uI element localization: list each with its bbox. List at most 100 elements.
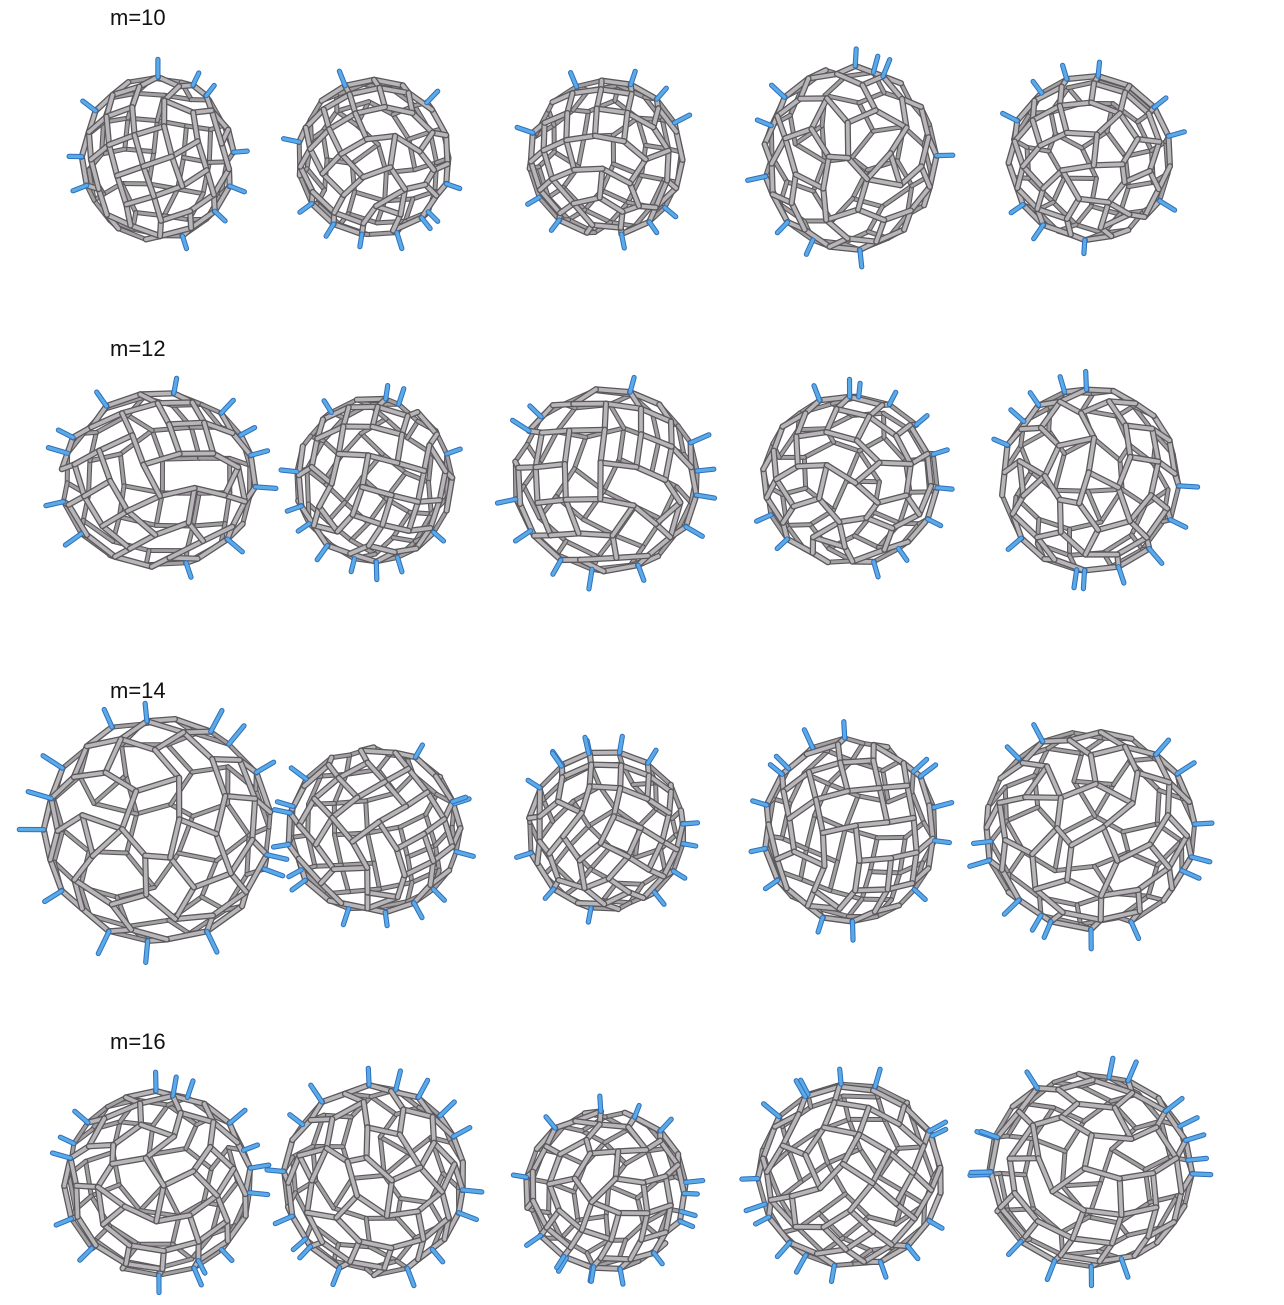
carbon-bond	[1101, 801, 1135, 830]
carbon-bond	[1072, 752, 1084, 783]
carbon-bond	[516, 466, 522, 506]
carbon-bond	[571, 195, 602, 206]
carbon-bond	[321, 405, 351, 422]
carbon-bond	[602, 890, 631, 906]
carbon-bond	[219, 141, 231, 171]
carbon-bond	[853, 481, 880, 505]
hydrogen-bond	[358, 232, 364, 249]
carbon-bond	[1051, 200, 1078, 227]
carbon-bond	[908, 423, 930, 456]
carbon-bond	[308, 1244, 342, 1270]
carbon-bond	[309, 436, 320, 469]
carbon-bond	[774, 464, 800, 481]
hydrogen-bond	[102, 707, 114, 729]
carbon-bond	[582, 886, 606, 906]
carbon-bond	[395, 461, 426, 473]
carbon-bond	[442, 817, 455, 849]
carbon-bond	[845, 120, 850, 160]
carbon-bond	[161, 1169, 196, 1188]
hydrogen-bond	[1175, 761, 1196, 776]
carbon-bond	[430, 1115, 456, 1139]
carbon-bond	[904, 493, 922, 517]
carbon-bond	[556, 775, 564, 804]
carbon-bond	[350, 143, 380, 165]
hydrogen-bond	[461, 1188, 484, 1194]
carbon-bond	[564, 539, 600, 559]
carbon-bond	[329, 452, 341, 486]
carbon-bond	[1136, 888, 1142, 913]
carbon-bond	[72, 770, 108, 779]
carbon-bond	[403, 197, 415, 223]
carbon-bond	[1074, 204, 1093, 227]
carbon-bond	[785, 537, 815, 555]
carbon-bond	[335, 513, 355, 534]
carbon-bond	[167, 539, 205, 560]
carbon-bond	[538, 764, 563, 790]
carbon-bond	[309, 465, 334, 486]
hydrogen-bond	[1072, 568, 1079, 590]
carbon-bond	[205, 168, 216, 197]
carbon-bond	[222, 465, 240, 497]
hydrogen-bond	[225, 537, 244, 554]
carbon-bond	[70, 1217, 94, 1250]
hydrogen-bond	[196, 1259, 207, 1275]
carbon-bond	[84, 1160, 93, 1198]
carbon-bond	[129, 927, 169, 942]
carbon-bond	[1099, 200, 1111, 230]
carbon-bond	[55, 813, 85, 833]
carbon-bond	[597, 195, 625, 214]
carbon-bond	[365, 1125, 402, 1137]
carbon-bond	[191, 491, 201, 528]
molecule-structure	[270, 742, 476, 929]
carbon-bond	[52, 828, 65, 864]
hydrogen-bond	[239, 425, 257, 437]
hydrogen-bond	[58, 1135, 76, 1146]
carbon-bond	[1145, 506, 1169, 540]
carbon-bond	[846, 897, 864, 918]
carbon-bond	[405, 880, 414, 904]
carbon-bond	[989, 839, 1011, 876]
carbon-bond	[577, 858, 587, 890]
hydrogen-bond	[95, 390, 109, 408]
carbon-bond	[159, 209, 192, 223]
carbon-bond	[339, 152, 365, 179]
carbon-bond	[1107, 399, 1128, 428]
hydrogen-bond	[290, 878, 307, 892]
carbon-bond	[336, 776, 360, 800]
carbon-bond	[405, 419, 420, 440]
carbon-bond	[595, 106, 630, 115]
carbon-bond	[1058, 497, 1081, 506]
carbon-bond	[177, 851, 218, 863]
carbon-bond	[843, 736, 865, 745]
carbon-bond	[1033, 878, 1070, 892]
carbon-bond	[188, 192, 216, 213]
carbon-bond	[541, 138, 569, 153]
carbon-bond	[925, 452, 933, 488]
carbon-bond	[75, 1215, 98, 1247]
carbon-bond	[353, 105, 387, 116]
carbon-bond	[577, 841, 603, 863]
carbon-bond	[187, 1213, 201, 1244]
hydrogen-bond	[374, 560, 379, 582]
carbon-bond	[881, 74, 904, 101]
carbon-bond	[346, 212, 379, 225]
carbon-bond	[374, 204, 403, 217]
carbon-bond	[847, 394, 884, 407]
carbon-bond	[654, 522, 673, 539]
hydrogen-bond	[887, 390, 898, 407]
hydrogen-bond	[842, 720, 847, 740]
hydrogen-bond	[405, 1266, 416, 1288]
carbon-bond	[1035, 207, 1069, 221]
carbon-bond	[230, 499, 247, 529]
carbon-bond	[181, 729, 213, 735]
carbon-bond	[349, 521, 370, 542]
carbon-bond	[431, 844, 455, 863]
carbon-bond	[72, 448, 102, 467]
carbon-bond	[882, 435, 907, 463]
carbon-bond	[315, 424, 346, 441]
carbon-bond	[675, 485, 693, 505]
carbon-bond	[1116, 485, 1132, 523]
carbon-bond	[117, 227, 148, 241]
carbon-bond	[552, 845, 571, 867]
carbon-bond	[391, 113, 411, 141]
